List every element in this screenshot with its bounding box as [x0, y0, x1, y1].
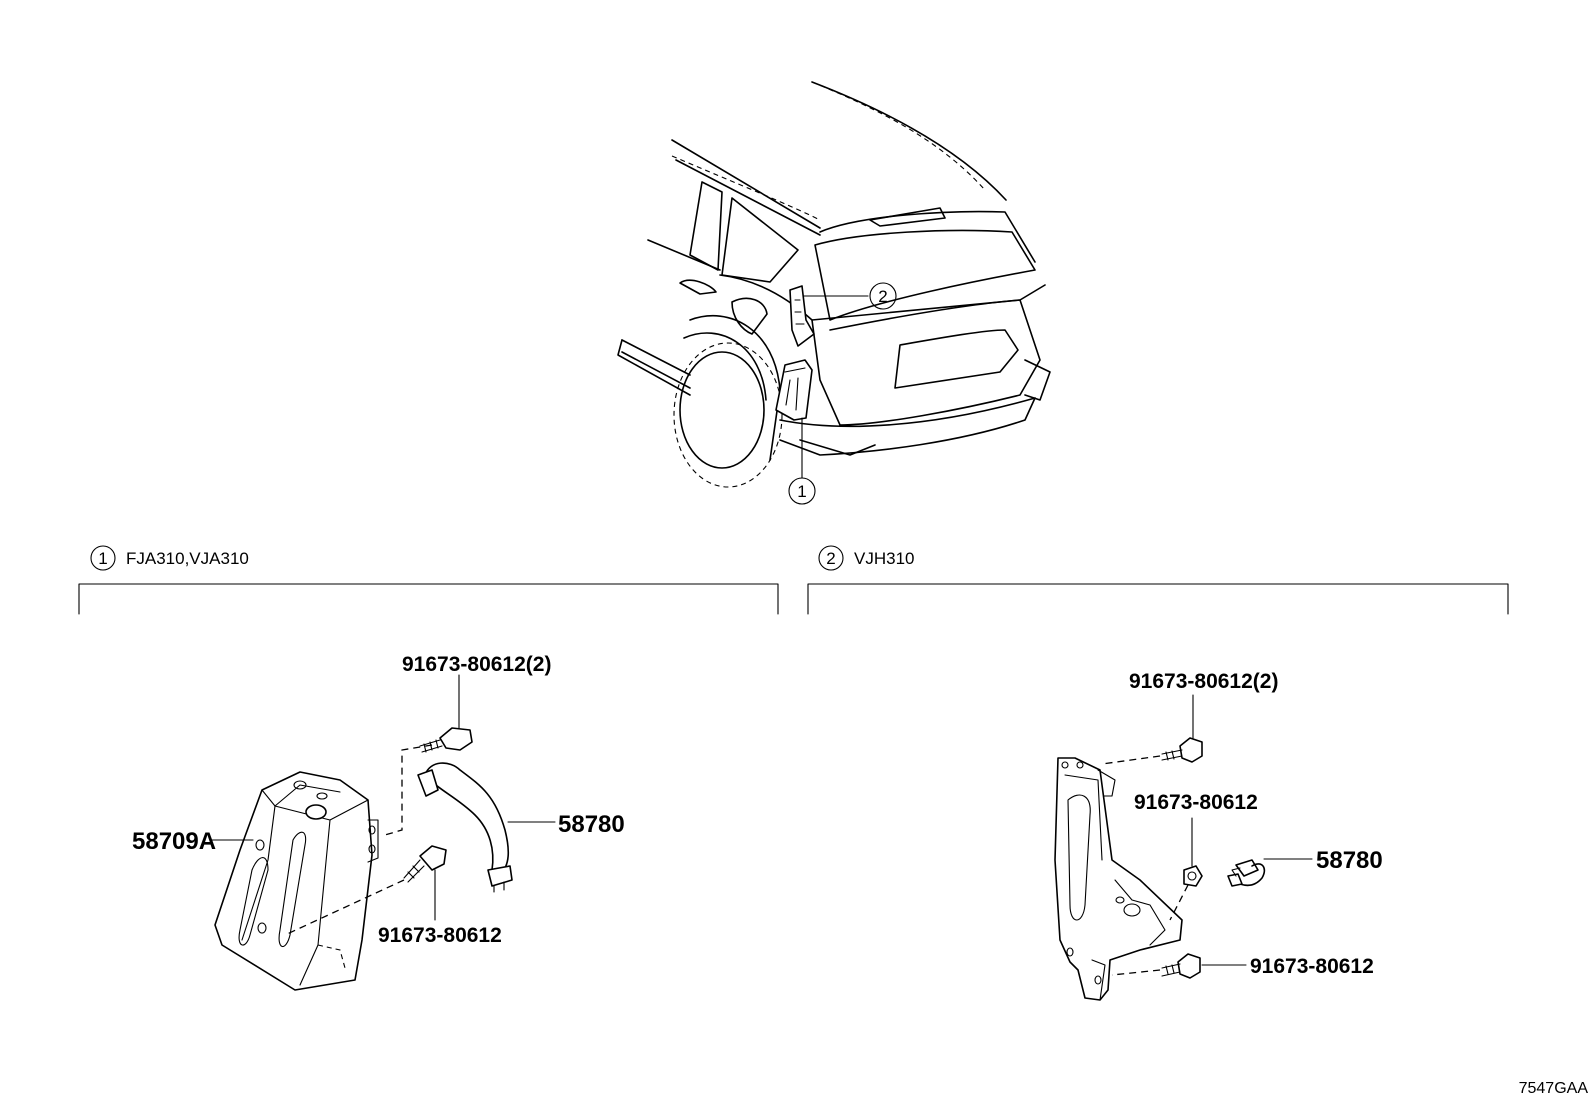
- harness-58780: [417, 762, 513, 893]
- left-harness-label: 58780: [558, 811, 625, 838]
- right-bolt-mid-label: 91673-80612: [1134, 791, 1258, 814]
- bolt-icon: [403, 845, 447, 883]
- bolt-icon: [1161, 737, 1203, 763]
- section-2-marker: 2: [826, 549, 835, 568]
- bolt-icon: [419, 727, 473, 753]
- right-bolt-top-label: 91673-80612(2): [1129, 670, 1278, 693]
- left-bolt-bottom-label: 91673-80612: [378, 924, 502, 947]
- section-1-label: FJA310,VJA310: [126, 549, 249, 568]
- bracket-right: [1054, 757, 1183, 1001]
- right-bolt-bottom-label: 91673-80612: [1250, 955, 1374, 978]
- harness-58780: [1227, 859, 1266, 887]
- bolt-icon: [1161, 953, 1201, 979]
- diagram-code: 7547GAA: [1519, 1080, 1589, 1097]
- part-58709a-label: 58709A: [132, 828, 216, 855]
- section-1-marker: 1: [98, 549, 107, 568]
- left-assembly: 58709A 91673-80612(2) 91673-80612 5878: [132, 653, 625, 991]
- section-header-2: 2 VJH310: [807, 545, 1509, 615]
- left-bolt-top-label: 91673-80612(2): [402, 653, 551, 676]
- right-assembly: 91673-80612(2) 91673-80612 91673-80612 5…: [1054, 670, 1383, 1001]
- vehicle-overview: [617, 81, 1051, 488]
- nut-icon: [1183, 865, 1203, 887]
- callout-2: 2: [802, 282, 897, 310]
- section-2-label: VJH310: [854, 549, 914, 568]
- callout-1: 1: [788, 417, 816, 505]
- right-harness-label: 58780: [1316, 847, 1383, 874]
- callout-2-label: 2: [878, 287, 887, 306]
- bracket-58709a: [214, 771, 379, 991]
- callout-1-label: 1: [797, 482, 806, 501]
- section-header-1: 1 FJA310,VJA310: [78, 545, 779, 615]
